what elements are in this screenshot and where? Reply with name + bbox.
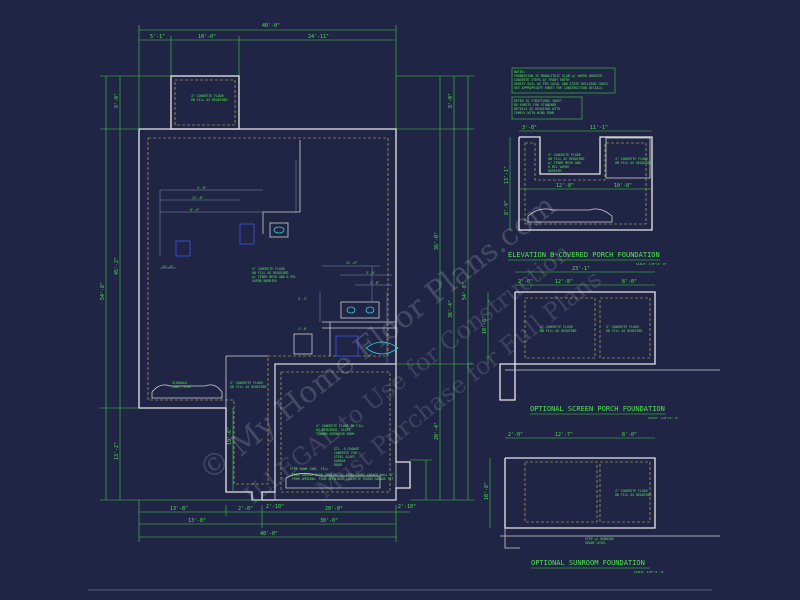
dim-bottom-total-2: 30'-0" bbox=[320, 518, 338, 524]
screen-dim-2: 12'-8" bbox=[555, 279, 573, 285]
sun-dim-2: 12'-7" bbox=[555, 432, 573, 438]
dim-inner-3: 6'-4" bbox=[190, 208, 200, 212]
dim-inner-5: 11'-6" bbox=[346, 261, 358, 265]
dim-garage-left: 19'-6" bbox=[227, 427, 233, 445]
notes-box-text: NOTES: FOUNDATION IS MONOLITHIC SLAB w/ … bbox=[514, 70, 610, 90]
porch-scale: SCALE: 1/8"=1'-0" bbox=[636, 262, 667, 266]
dim-inner-4: 15'-8" bbox=[162, 265, 174, 269]
dim-bottom-seg-1: 13'-8" bbox=[170, 506, 188, 512]
sunroom-detail: 2'-0" 12'-7" 8'-0" 4" CONCRETE FLOOR ON … bbox=[484, 432, 720, 574]
porch-right-note: 4" CONCRETE FLOOR ON FILL AS REQUIRED bbox=[615, 157, 652, 165]
top-dimensions: 40'-0" 5'-1" 10'-0" 24'-11" bbox=[138, 23, 397, 130]
screen-dim-3: 8'-0" bbox=[622, 279, 637, 285]
general-notes: NOTES: FOUNDATION IS MONOLITHIC SLAB w/ … bbox=[511, 67, 616, 120]
dim-left-top: 8'-0" bbox=[114, 93, 120, 108]
dim-right-depth: 54'-8" bbox=[462, 282, 468, 300]
porch-dim-top-1: 3'-8" bbox=[522, 125, 537, 131]
screen-porch-scale: SCALE: 1/8"=1'-0" bbox=[648, 416, 679, 420]
dim-right-upper: 36'-0" bbox=[434, 232, 440, 250]
main-floor-note: 4" CONCRETE FLOOR ON FILL AS REQUIRED w/… bbox=[252, 267, 298, 283]
porch-dim-side-1: 13'-1" bbox=[504, 166, 510, 184]
screen-floor-note-1: 4" CONCRETE FLOOR ON FILL AS REQUIRED bbox=[540, 325, 577, 333]
left-dimensions: 54'-8" 45'-2" 13'-2" 8'-0" 19'-6" bbox=[100, 75, 262, 501]
screen-dim-overall: 23'-1" bbox=[572, 266, 590, 272]
interior-dimension-lines: 4'-8" 13'-8" 6'-4" 15'-8" 11'-6" 3'-0" 2… bbox=[159, 160, 392, 364]
screen-porch-detail: 23'-1" 2'-0" 12'-8" 8'-0" 4" CONCRETE FL… bbox=[482, 266, 720, 420]
dim-top-seg-3: 24'-11" bbox=[308, 34, 329, 40]
porch-dim-side-2: 8'-9" bbox=[504, 200, 510, 215]
dim-left-lower: 13'-2" bbox=[114, 442, 120, 460]
main-foundation-plan: 40'-0" 5'-1" 10'-0" 24'-11" 4" CONCRETE … bbox=[100, 23, 474, 542]
dim-inner-6: 3'-0" bbox=[366, 271, 376, 275]
dim-inner-7: 2'-8" bbox=[370, 281, 380, 285]
dim-inner-1: 4'-8" bbox=[197, 186, 207, 190]
step-down-note: STEP DOWN CONC. FILL bbox=[290, 467, 328, 471]
front-porch-slab: 4" CONCRETE FLOOR ON FILL AS REQUIRED bbox=[170, 75, 240, 130]
structural-box-text: REFER TO STRUCTURAL SHEET OR SHEETS FOR … bbox=[514, 99, 564, 115]
bottom-dimensions: 13'-8" 2'-8" 20'-0" 2'-10" 2'-10" 13'-8"… bbox=[138, 500, 416, 542]
dim-inner-8: 3'-2" bbox=[298, 297, 308, 301]
dim-overall-bottom: 40'-0" bbox=[260, 531, 278, 537]
garage-slab: 4" CONCRETE FLOOR ON FILL AS REQUIRED, S… bbox=[274, 363, 397, 501]
sun-dim-3: 8'-0" bbox=[622, 432, 637, 438]
garage-door-note: FORM GARAGE DOOR OPENING 1" FROM FRONT G… bbox=[292, 473, 396, 481]
rear-step-note: SIDEWALK CONC. STEP bbox=[172, 381, 191, 389]
garage-side-note: STL. & CHANGE CONCRETE FOR STEEL SLOPE G… bbox=[334, 447, 361, 467]
rear-slab-note: 4" CONCRETE FLOOR ON FILL AS REQUIRED bbox=[230, 381, 267, 389]
dim-bottom-small-right: 2'-10" bbox=[398, 504, 416, 510]
dim-overall-top: 40'-0" bbox=[262, 23, 280, 29]
covered-porch-detail: 3'-8" 11'-1" 4" CONCRETE FLOOR ON FILL A… bbox=[504, 125, 667, 266]
dim-left-depth: 54'-8" bbox=[100, 282, 106, 300]
dim-inner-9: 3'-8" bbox=[298, 327, 308, 331]
dim-bottom-seg-3: 20'-0" bbox=[325, 506, 343, 512]
dim-left-upper: 45'-2" bbox=[114, 257, 120, 275]
porch-dim-mid-1: 12'-8" bbox=[556, 183, 574, 189]
sun-floor-note: 4" CONCRETE FLOOR ON FILL AS REQUIRED bbox=[615, 489, 652, 497]
porch-floor-note: 4" CONCRETE FLOOR ON FILL AS REQUIRED w/… bbox=[548, 153, 586, 173]
garage-floor-note: 4" CONCRETE FLOOR ON FILL AS REQUIRED, S… bbox=[316, 424, 366, 436]
porch-slab-note: 4" CONCRETE FLOOR ON FILL AS REQUIRED bbox=[191, 94, 228, 102]
right-dimensions: 36'-0" 36'-4" 54'-8" 20'-4" 8'-0" bbox=[396, 75, 474, 501]
dim-bottom-total-1: 13'-8" bbox=[188, 518, 206, 524]
screen-dim-side: 10'-8" bbox=[482, 316, 488, 334]
dim-right-mid: 36'-4" bbox=[448, 300, 454, 318]
sun-dim-side: 10'-8" bbox=[484, 482, 490, 500]
dim-right-top: 8'-0" bbox=[448, 93, 454, 108]
screen-floor-note-2: 4" CONCRETE FLOOR ON FILL AS REQUIRED bbox=[606, 325, 643, 333]
sunroom-title: OPTIONAL SUNROOM FOUNDATION bbox=[531, 559, 645, 567]
dim-bottom-seg-2: 2'-8" bbox=[238, 506, 253, 512]
rear-step-curb: SIDEWALK CONC. STEP 4" CONCRETE FLOOR ON… bbox=[151, 381, 267, 399]
sunroom-scale: SCALE: 1/8"=1'-0" bbox=[634, 570, 665, 574]
dim-right-lower: 20'-4" bbox=[434, 422, 440, 440]
sun-step-note: STEP w/ BANDING GRADE LEVEL bbox=[585, 537, 616, 545]
dim-top-seg-2: 10'-0" bbox=[198, 34, 216, 40]
porch-title: ELEVATION B-COVERED PORCH FOUNDATION bbox=[508, 251, 660, 259]
screen-porch-title: OPTIONAL SCREEN PORCH FOUNDATION bbox=[530, 405, 665, 413]
porch-dim-mid-2: 10'-8" bbox=[614, 183, 632, 189]
dim-inner-2: 13'-8" bbox=[192, 196, 204, 200]
dim-top-seg-1: 5'-1" bbox=[150, 34, 165, 40]
watermark: © My Home Floor Plans.com ILLEGAL to Use… bbox=[193, 188, 607, 509]
plumbing-fixtures bbox=[175, 140, 399, 357]
porch-dim-top-2: 11'-1" bbox=[590, 125, 608, 131]
watermark-line-3: Must Purchase for Full Plans bbox=[311, 265, 607, 505]
screen-dim-1: 2'-0" bbox=[518, 279, 533, 285]
dim-bottom-small-left: 2'-10" bbox=[266, 504, 284, 510]
sun-dim-1: 2'-0" bbox=[508, 432, 523, 438]
